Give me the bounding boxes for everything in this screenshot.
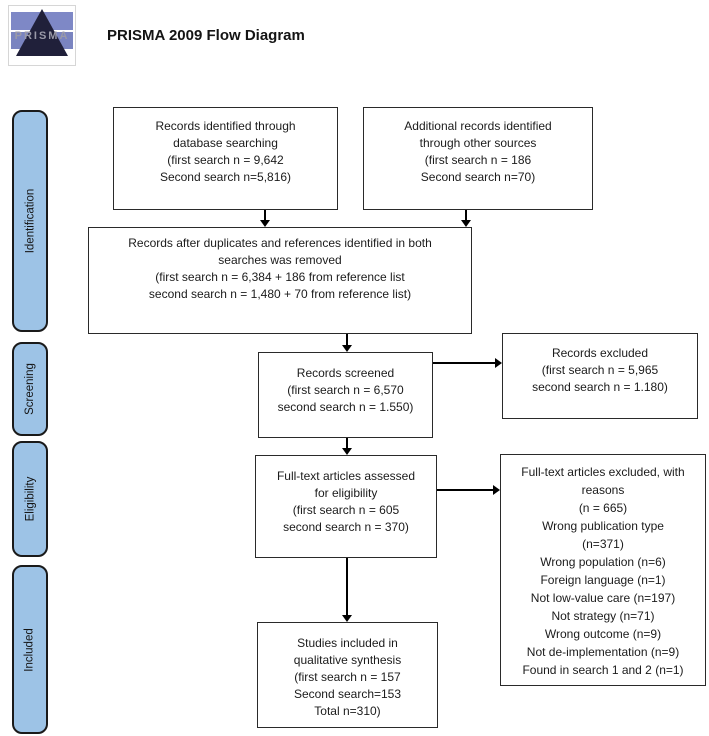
text-line: through other sources (419, 136, 537, 150)
text-line: Wrong publication type (542, 519, 664, 533)
text-line: Not strategy (n=71) (551, 609, 655, 623)
text-line: (first search n = 186 (424, 153, 532, 167)
text-line: database searching (173, 136, 278, 150)
text-line: Full-text articles excluded, with (521, 465, 685, 479)
text-line: reasons (581, 483, 625, 497)
box-after-duplicates: Records after duplicates and references … (88, 227, 472, 334)
stage-eligibility: Eligibility (12, 441, 48, 557)
text-line: Records after duplicates and references … (128, 236, 432, 250)
stage-label: Included (24, 627, 37, 672)
text-line: (first search n = 605 (292, 503, 400, 517)
text-line: Second search n=5,816) (159, 170, 292, 184)
text-line: Studies included in (297, 636, 398, 650)
text-line: (first search n = 157 (294, 670, 401, 684)
text-line: Total n=310) (314, 704, 381, 718)
prisma-logo: PRISMA (8, 5, 76, 66)
text-line: second search n = 1.180) (532, 380, 668, 394)
text-line: Foreign language (n=1) (540, 573, 666, 587)
stage-identification: Identification (12, 110, 48, 332)
box-fulltext-excluded: Full-text articles excluded, with reasons… (500, 454, 706, 686)
arrow-duplicates-to-screened (342, 334, 352, 352)
text-line: (first search n = 9,642 (167, 153, 284, 167)
box-fulltext-assessed: Full-text articles assessed for eligibili… (255, 455, 437, 558)
text-line: Wrong population (n=6) (540, 555, 666, 569)
text-line: Found in search 1 and 2 (n=1) (522, 663, 684, 677)
text-line: Second search=153 (293, 687, 402, 701)
stage-included: Included (12, 565, 48, 734)
arrow-assessed-to-excluded (437, 485, 500, 495)
logo-text: PRISMA (14, 30, 70, 42)
box-records-excluded: Records excluded (first search n = 5,965 s… (502, 333, 698, 419)
arrow-screened-to-assessed (342, 438, 352, 455)
text-line: Not low-value care (n=197) (530, 591, 676, 605)
text-line: Second search n=70) (420, 170, 536, 184)
arrow-additional-to-duplicates (461, 210, 471, 227)
text-line: Records excluded (551, 346, 649, 360)
text-line: second search n = 1,480 + 70 from refere… (148, 287, 412, 301)
text-line: Records identified through (155, 119, 296, 133)
text-line: searches was removed (218, 253, 342, 267)
text-line: Wrong outcome (n=9) (544, 627, 662, 641)
text-line: Records screened (296, 366, 395, 380)
text-line: Not de-implementation (n=9) (526, 645, 680, 659)
arrow-assessed-to-included (342, 558, 352, 622)
text-line: Full-text articles assessed (276, 469, 416, 483)
text-line: second search n = 1.550) (277, 400, 414, 414)
stage-label: Screening (24, 363, 37, 415)
text-line: (n=371) (582, 537, 624, 551)
box-records-identified: Records identified through database searc… (113, 107, 338, 210)
text-line: (first search n = 5,965 (541, 363, 659, 377)
text-line: Additional records identified (404, 119, 552, 133)
text-line: qualitative synthesis (293, 653, 402, 667)
text-line: (first search n = 6,384 + 186 from refer… (155, 270, 405, 284)
arrow-screened-to-excluded (433, 358, 502, 368)
stage-label: Eligibility (24, 476, 36, 522)
arrow-identified-to-duplicates (260, 210, 270, 227)
text-line: (first search n = 6,570 (287, 383, 404, 397)
box-studies-included: Studies included in qualitative synthesis… (257, 622, 438, 728)
stage-label: Identification (24, 188, 37, 254)
text-line: second search n = 370) (283, 520, 409, 534)
logo-triangle-icon (16, 9, 68, 56)
page-title: PRISMA 2009 Flow Diagram (107, 27, 305, 44)
stage-screening: Screening (12, 342, 48, 436)
box-additional-records: Additional records identified through oth… (363, 107, 593, 210)
box-records-screened: Records screened (first search n = 6,570 s… (258, 352, 433, 438)
text-line: (n = 665) (578, 501, 628, 515)
text-line: for eligibility (314, 486, 378, 500)
